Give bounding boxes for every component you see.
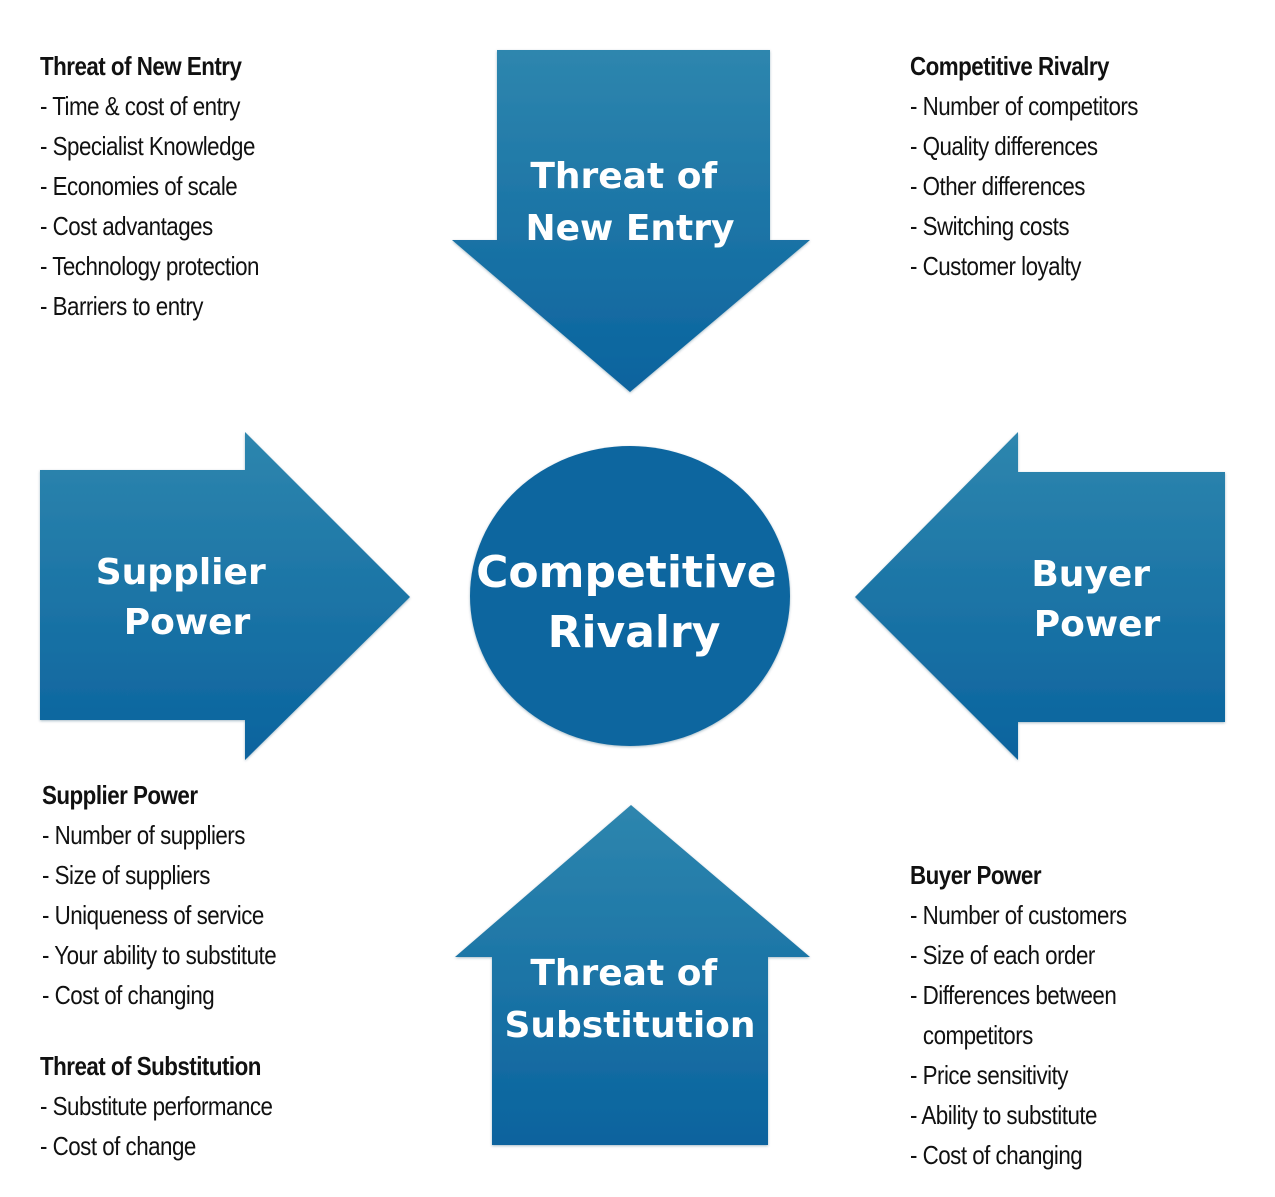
arrow-threat-of-new-entry: Threat of New Entry bbox=[452, 50, 810, 392]
panel-heading: Supplier Power bbox=[42, 780, 198, 810]
arrow-label-line: Substitution bbox=[504, 1005, 755, 1046]
panel-item: - Size of each order bbox=[910, 940, 1095, 970]
panel-item: - Size of suppliers bbox=[42, 860, 210, 890]
panel-item: - Barriers to entry bbox=[40, 291, 203, 321]
down-arrow-shape bbox=[452, 50, 810, 392]
arrow-label-line: Power bbox=[1034, 604, 1161, 645]
panel-item: - Cost advantages bbox=[40, 211, 213, 241]
panel-item: - Number of customers bbox=[910, 900, 1127, 930]
panel-item: - Switching costs bbox=[910, 211, 1070, 241]
panel-item: - Number of suppliers bbox=[42, 820, 245, 850]
arrow-label-line: New Entry bbox=[526, 208, 735, 249]
svg-text:Threat of Substitution: Threat of Substitution bbox=[504, 953, 755, 1046]
panel-item: - Economies of scale bbox=[40, 171, 238, 201]
panel-item: - Quality differences bbox=[910, 131, 1098, 161]
arrow-label-line: Threat of bbox=[530, 156, 717, 197]
svg-text:Buyer Power: Buyer Power bbox=[1031, 554, 1162, 645]
panel-item: - Technology protection bbox=[40, 251, 259, 281]
panel-item: - Ability to substitute bbox=[910, 1100, 1097, 1130]
arrow-label-line: Power bbox=[124, 602, 251, 643]
arrow-buyer-power: Buyer Power bbox=[855, 432, 1225, 760]
center-circle bbox=[470, 446, 790, 746]
panel-item: - Price sensitivity bbox=[910, 1060, 1068, 1090]
panel-heading: Threat of Substitution bbox=[40, 1051, 261, 1081]
svg-text:Competitive Rivalry: Competitive Rivalry bbox=[476, 547, 792, 658]
panel-threat-of-new-entry: Threat of New Entry - Time & cost of ent… bbox=[40, 46, 259, 326]
panel-item: - Differences between bbox=[910, 980, 1117, 1010]
right-arrow-shape bbox=[40, 432, 410, 760]
arrow-label-line: Threat of bbox=[530, 953, 717, 994]
svg-text:Supplier Power: Supplier Power bbox=[96, 552, 279, 643]
panel-threat-of-substitution: Threat of Substitution - Substitute perf… bbox=[40, 1046, 273, 1166]
left-arrow-shape bbox=[855, 432, 1225, 760]
panel-buyer-power: Buyer Power - Number of customers - Size… bbox=[910, 855, 1127, 1175]
panel-supplier-power: Supplier Power - Number of suppliers - S… bbox=[42, 775, 277, 1045]
panel-item: - Uniqueness of service bbox=[42, 900, 264, 930]
panel-item: - Other differences bbox=[910, 171, 1085, 201]
panel-item: - Cost of change bbox=[40, 1131, 196, 1161]
panel-competitive-rivalry: Competitive Rivalry - Number of competit… bbox=[910, 46, 1138, 286]
panel-heading: Competitive Rivalry bbox=[910, 51, 1109, 81]
center-competitive-rivalry: Competitive Rivalry bbox=[470, 446, 792, 746]
panel-item: - Specialist Knowledge bbox=[40, 131, 255, 161]
up-arrow-shape bbox=[455, 805, 810, 1145]
panel-item: - Substitute performance bbox=[40, 1091, 273, 1121]
center-label-line: Competitive bbox=[476, 547, 776, 598]
panel-heading: Buyer Power bbox=[910, 860, 1042, 890]
arrow-supplier-power: Supplier Power bbox=[40, 432, 410, 760]
arrow-threat-of-substitution: Threat of Substitution bbox=[455, 805, 810, 1145]
arrow-label-line: Buyer bbox=[1031, 554, 1150, 595]
panel-item: - Customer loyalty bbox=[910, 251, 1081, 281]
arrow-label-line: Supplier bbox=[96, 552, 266, 593]
panel-item: - Cost of changing bbox=[910, 1140, 1083, 1170]
panel-item-continuation: competitors bbox=[922, 1020, 1033, 1050]
panel-item: - Your ability to substitute bbox=[42, 940, 277, 970]
svg-text:Threat of New Entry: Threat of New Entry bbox=[526, 156, 735, 249]
panel-item: - Time & cost of entry bbox=[40, 91, 240, 121]
center-label-line: Rivalry bbox=[548, 607, 721, 658]
panel-item: - Cost of changing bbox=[42, 980, 215, 1010]
panel-heading: Threat of New Entry bbox=[40, 51, 242, 81]
panel-item: - Number of competitors bbox=[910, 91, 1138, 121]
